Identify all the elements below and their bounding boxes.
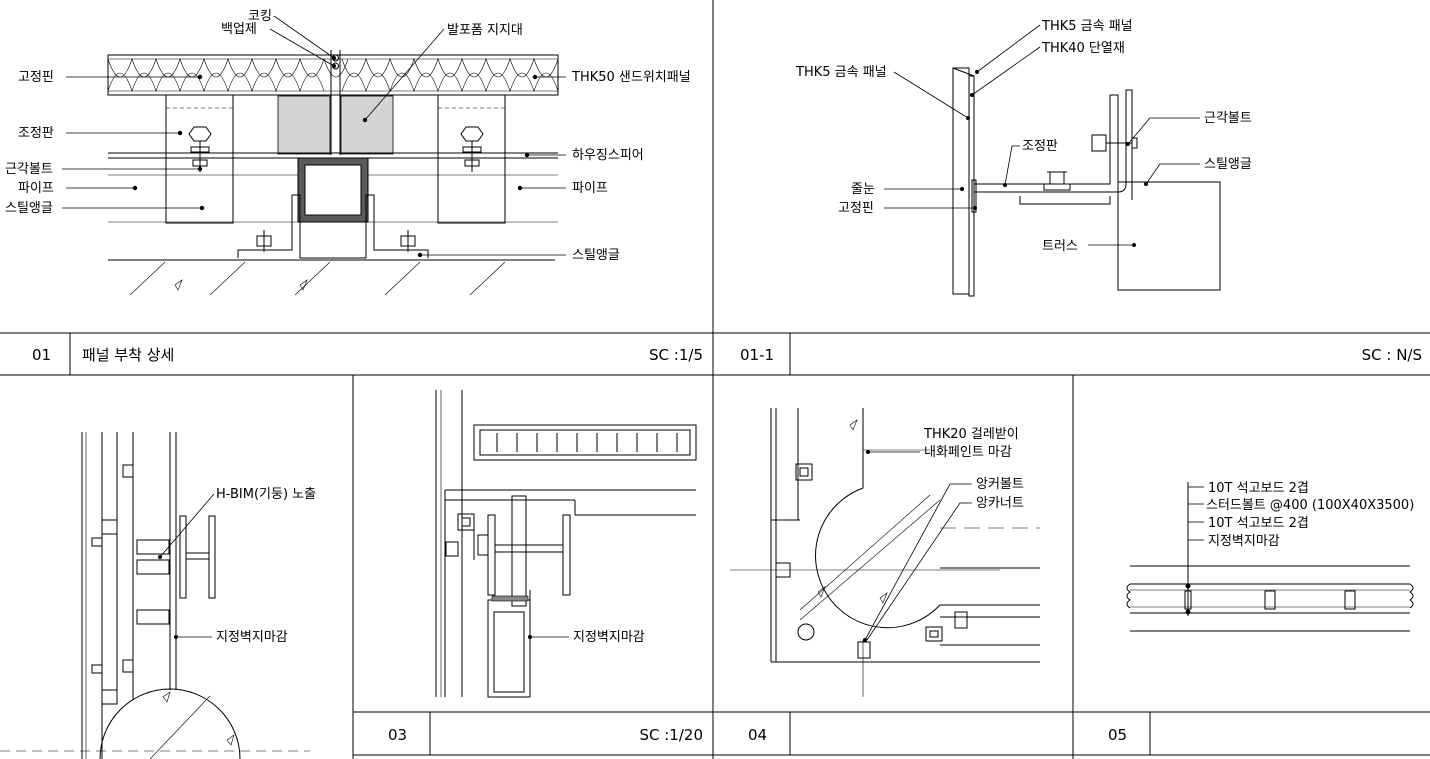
- label-gypsum-1: 10T 석고보드 2겹: [1208, 481, 1309, 496]
- label-fireproof-paint: 내화페인트 마감: [924, 445, 1012, 460]
- label-metal-outer: THK5 금속 패널: [1041, 19, 1133, 34]
- panel-02-annotations: H-BIM(기둥) 노출 지정벽지마감: [158, 487, 316, 645]
- label-cauking: 코킹: [248, 9, 272, 24]
- panel-02-drawing: [0, 432, 310, 759]
- label-baseboard: THK20 걸레받이: [923, 427, 1019, 442]
- panel-01-1-scale: SC : N/S: [1362, 346, 1422, 364]
- label-metal-inner: THK5 금속 패널: [795, 65, 887, 80]
- panel-04-annotations: THK20 걸레받이 내화페인트 마감 앙커볼트 앙카너트: [863, 427, 1024, 642]
- panel-04-number: 04: [748, 726, 767, 744]
- label-sandwich: THK50 샌드위치패널: [571, 70, 691, 85]
- label-joint: 줄눈: [851, 182, 875, 197]
- panel-01-1-annotations: THK5 금속 패널 THK40 단열재 THK5 금속 패널 근각볼트 조정판…: [795, 19, 1252, 254]
- panel-01-title: 패널 부착 상세: [82, 346, 174, 364]
- label-stud: 스터드볼트 @400 (100X40X3500): [1206, 498, 1414, 513]
- label-gypsum-2: 10T 석고보드 2겹: [1208, 516, 1309, 531]
- label-finish-05: 지정벽지마감: [1208, 534, 1280, 549]
- label-pipe-right: 파이프: [572, 181, 608, 196]
- panel-03-number: 03: [388, 726, 407, 744]
- label-insulation: THK40 단열재: [1041, 41, 1125, 56]
- label-finish-02: 지정벽지마감: [216, 630, 288, 645]
- label-pipe-left: 파이프: [18, 181, 54, 196]
- label-backup: 백업제: [221, 22, 257, 37]
- label-anchor-bolt: 앙커볼트: [976, 477, 1024, 492]
- label-h-beam: H-BIM(기둥) 노출: [216, 487, 316, 502]
- label-fix-pin: 고정핀: [838, 201, 874, 216]
- label-adjust-plate: 조정판: [1022, 139, 1058, 154]
- label-housing: 하우징스피어: [572, 148, 644, 163]
- label-bolt: 근각볼트: [5, 162, 53, 177]
- panel-01-1-drawing: [952, 67, 1221, 297]
- label-steel-angle: 스틸앵글: [1204, 157, 1252, 172]
- panel-01-annotations: 코킹 백업제 발포폼 지지대 고정핀 THK50 샌드위치패널 조정판 하우징스…: [5, 9, 691, 263]
- panel-01-1-number: 01-1: [740, 346, 774, 364]
- label-angle-left: 스틸앵글: [5, 201, 53, 216]
- label-finish-03: 지정벽지마감: [573, 630, 645, 645]
- panel-01-scale: SC :1/5: [649, 346, 703, 364]
- panel-01-number: 01: [32, 346, 51, 364]
- label-angle-bottom: 스틸앵글: [572, 248, 620, 263]
- label-pin: 고정핀: [18, 70, 54, 85]
- label-corner-bolt: 근각볼트: [1204, 111, 1252, 126]
- panel-05-annotations: 10T 석고보드 2겹 스터드볼트 @400 (100X40X3500) 10T…: [1185, 481, 1414, 615]
- panel-03-annotations: 지정벽지마감: [528, 630, 645, 645]
- panel-03-scale: SC :1/20: [639, 726, 703, 744]
- label-anchor-nut: 앙카너트: [976, 496, 1024, 511]
- panel-05-number: 05: [1108, 726, 1127, 744]
- panel-04-drawing: [730, 408, 1040, 697]
- label-foam: 발포폼 지지대: [447, 23, 523, 38]
- panel-03-drawing: [435, 390, 697, 698]
- panel-01-drawing: [107, 50, 559, 296]
- label-plate: 조정판: [18, 126, 54, 141]
- label-truss: 트러스: [1042, 239, 1078, 254]
